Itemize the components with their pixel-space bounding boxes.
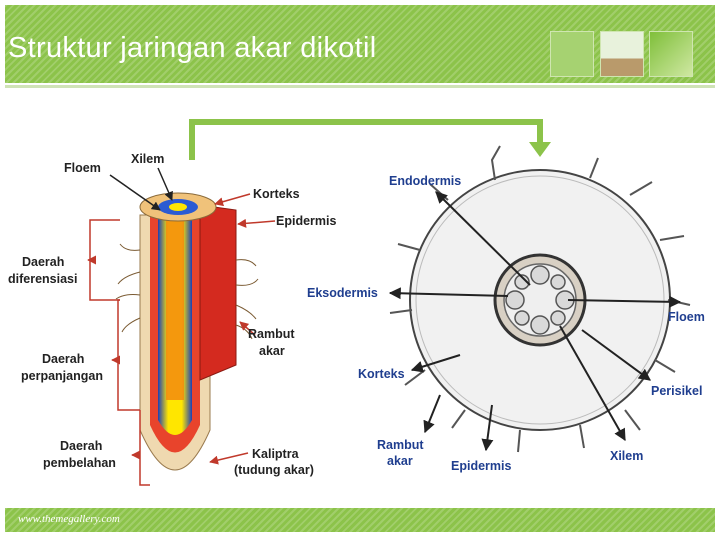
thumbnail-image-2: [600, 31, 644, 77]
label-daerah-perpanjangan-1: Daerah: [42, 352, 84, 366]
longitudinal-label-group: Floem Xilem Korteks Epidermis Daerah dif…: [8, 152, 336, 477]
label-epidermis: Epidermis: [276, 214, 336, 228]
connector-arrow: [189, 119, 543, 160]
longitudinal-arrows: [109, 167, 276, 465]
cross-section: [389, 145, 691, 453]
label-daerah-pembelahan-1: Daerah: [60, 439, 102, 453]
thumbnail-image-1: [550, 31, 594, 77]
label-kaliptra-1: Kaliptra: [252, 447, 300, 461]
label-cross-korteks: Korteks: [358, 367, 405, 381]
cross-label-group: Endodermis Eksodermis Floem Korteks Peri…: [307, 174, 705, 473]
label-floem: Floem: [64, 161, 101, 175]
label-cross-floem: Floem: [668, 310, 705, 324]
label-cross-rambut-akar-1: Rambut: [377, 438, 424, 452]
label-daerah-diferensiasi-1: Daerah: [22, 255, 64, 269]
footer-bar: [5, 508, 715, 532]
label-kaliptra-2: (tudung akar): [234, 463, 314, 477]
cut-face: [199, 204, 237, 381]
xylem-arms: [505, 265, 575, 335]
label-daerah-diferensiasi-2: diferensiasi: [8, 272, 77, 286]
label-xilem: Xilem: [131, 152, 164, 166]
header-divider: [5, 85, 715, 88]
label-rambut-akar-1: Rambut: [248, 327, 295, 341]
label-daerah-pembelahan-2: pembelahan: [43, 456, 116, 470]
label-rambut-akar-2: akar: [259, 344, 285, 358]
longitudinal-section: [115, 192, 259, 471]
label-cross-epidermis: Epidermis: [451, 459, 511, 473]
header-bar: [5, 5, 715, 83]
label-perisikel: Perisikel: [651, 384, 702, 398]
label-korteks: Korteks: [253, 187, 300, 201]
label-cross-rambut-akar-2: akar: [387, 454, 413, 468]
label-cross-xilem: Xilem: [610, 449, 643, 463]
label-daerah-perpanjangan-2: perpanjangan: [21, 369, 103, 383]
label-eksodermis: Eksodermis: [307, 286, 378, 300]
slide-title: Struktur jaringan akar dikotil: [8, 32, 377, 64]
footer-url: www.themegallery.com: [18, 513, 120, 525]
cross-arrows: [388, 191, 682, 452]
region-brackets: [87, 219, 150, 486]
label-endodermis: Endodermis: [389, 174, 461, 188]
thumbnail-image-3: [649, 31, 693, 77]
